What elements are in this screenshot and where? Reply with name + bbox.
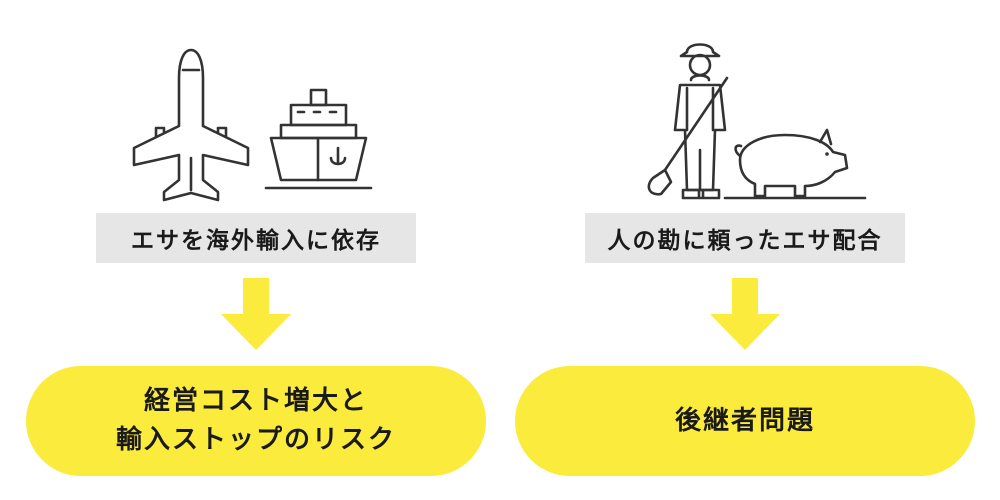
right-result-line-1: 後継者問題 [674, 405, 815, 436]
right-cause-label: 人の勘に頼ったエサ配合 [585, 213, 905, 263]
farmer-icon [647, 43, 729, 200]
left-result-line-1: 経営コスト増大と [143, 386, 368, 416]
ship-icon [264, 88, 373, 190]
left-result-pill: 経営コスト増大と 輸入ストップのリスク [26, 366, 486, 476]
left-column: エサを海外輸入に依存 経営コスト増大と 輸入ストップのリスク [26, 0, 486, 500]
right-illustration [515, 30, 975, 210]
right-column: 人の勘に頼ったエサ配合 後継者問題 [515, 0, 975, 500]
right-down-arrow-icon [710, 278, 780, 350]
transport-illustration [132, 48, 373, 202]
right-result-pill: 後継者問題 [515, 366, 975, 476]
pig-icon [723, 128, 867, 200]
farm-illustration [647, 43, 867, 200]
left-cause-label: エサを海外輸入に依存 [96, 213, 416, 263]
airplane-icon [132, 48, 250, 202]
left-result-line-2: 輸入ストップのリスク [115, 425, 396, 455]
left-down-arrow-icon [221, 278, 291, 350]
left-illustration [26, 30, 486, 210]
